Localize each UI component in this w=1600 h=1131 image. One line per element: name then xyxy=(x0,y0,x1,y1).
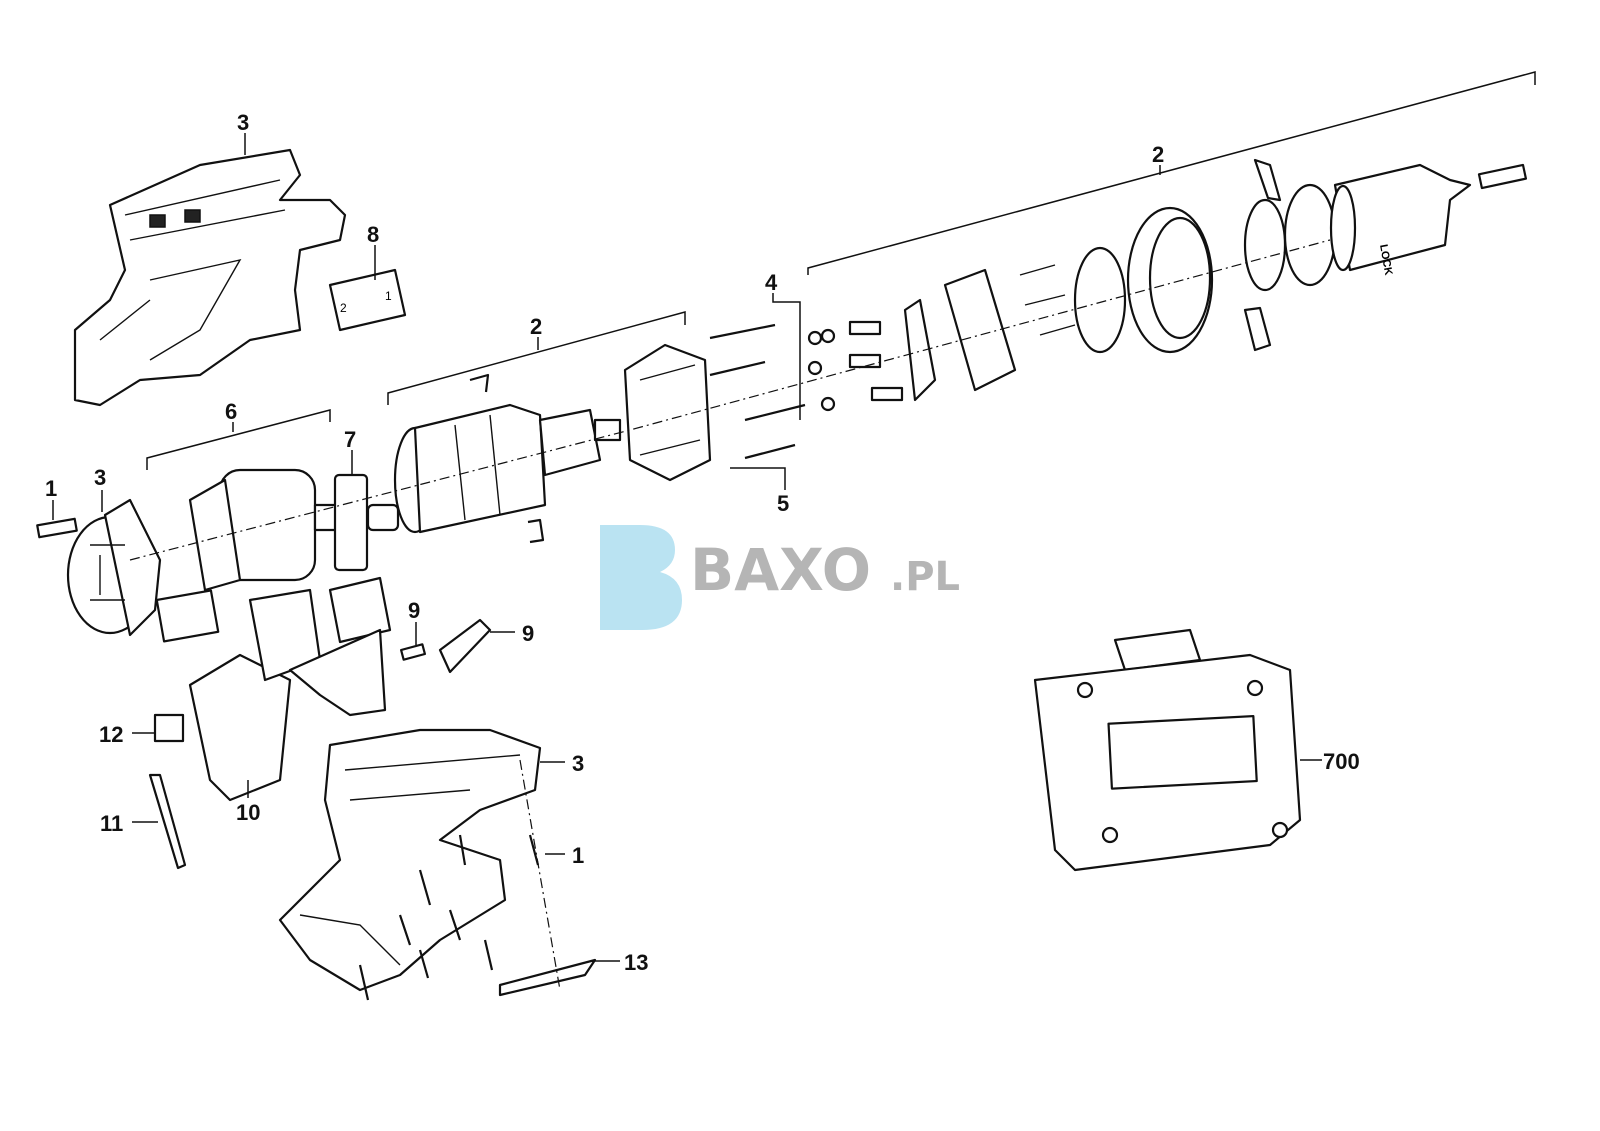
label-case: 700 xyxy=(1323,749,1360,774)
motor-gear-assembly xyxy=(393,373,622,544)
label-screws-bottom: 1 xyxy=(572,843,584,868)
label-screws-5: 5 xyxy=(777,491,789,516)
label-nameplate: 13 xyxy=(624,950,648,975)
end-cap xyxy=(66,498,162,637)
chuck-lock-marking: LOCK xyxy=(1377,243,1394,276)
small-part xyxy=(153,713,185,743)
planetary-gear-parts xyxy=(807,158,1337,412)
label-end-cap: 3 xyxy=(94,465,106,490)
watermark: BAXO .PL xyxy=(600,525,960,630)
assembly-axis-line xyxy=(129,239,1331,991)
selector-mark-2: 2 xyxy=(340,301,347,315)
part-labels: 3 8 2 4 5 2 6 7 1 3 9 9 12 10 11 3 1 13 … xyxy=(45,110,1360,975)
switch-module xyxy=(188,576,392,802)
housing-half-top xyxy=(73,148,347,407)
label-switch-module: 10 xyxy=(236,800,260,825)
label-bit: 11 xyxy=(100,811,123,836)
label-part-7: 7 xyxy=(344,427,356,452)
label-motor: 6 xyxy=(225,399,237,424)
carrying-case xyxy=(1033,628,1302,872)
housing-screws xyxy=(358,834,540,1001)
gear-housing xyxy=(623,343,712,482)
spring xyxy=(399,643,427,661)
label-spring: 9 xyxy=(408,598,420,623)
label-screw-left: 1 xyxy=(45,476,57,501)
slider xyxy=(438,618,492,674)
label-screws-4: 4 xyxy=(765,270,778,295)
long-screws xyxy=(709,323,806,460)
label-part-12: 12 xyxy=(99,722,123,747)
housing-half-bottom xyxy=(278,728,597,997)
coupling xyxy=(333,473,400,572)
leader-lines xyxy=(52,71,1536,962)
watermark-suffix: .PL xyxy=(890,554,960,600)
label-switch: 8 xyxy=(367,222,379,247)
screw xyxy=(36,517,78,539)
selector-switch: 2 1 xyxy=(328,268,407,332)
label-housing-bottom: 3 xyxy=(572,751,584,776)
screwdriver-bit xyxy=(148,773,187,870)
selector-mark-1: 1 xyxy=(385,289,392,303)
label-slider: 9 xyxy=(522,621,534,646)
drill-chuck: LOCK xyxy=(1329,163,1528,276)
watermark-text: BAXO xyxy=(690,536,871,604)
watermark-logo-icon xyxy=(600,525,682,630)
label-gearbox-chuck: 2 xyxy=(1152,142,1164,167)
label-housing-top: 3 xyxy=(237,110,249,135)
label-motor-gear: 2 xyxy=(530,314,542,339)
